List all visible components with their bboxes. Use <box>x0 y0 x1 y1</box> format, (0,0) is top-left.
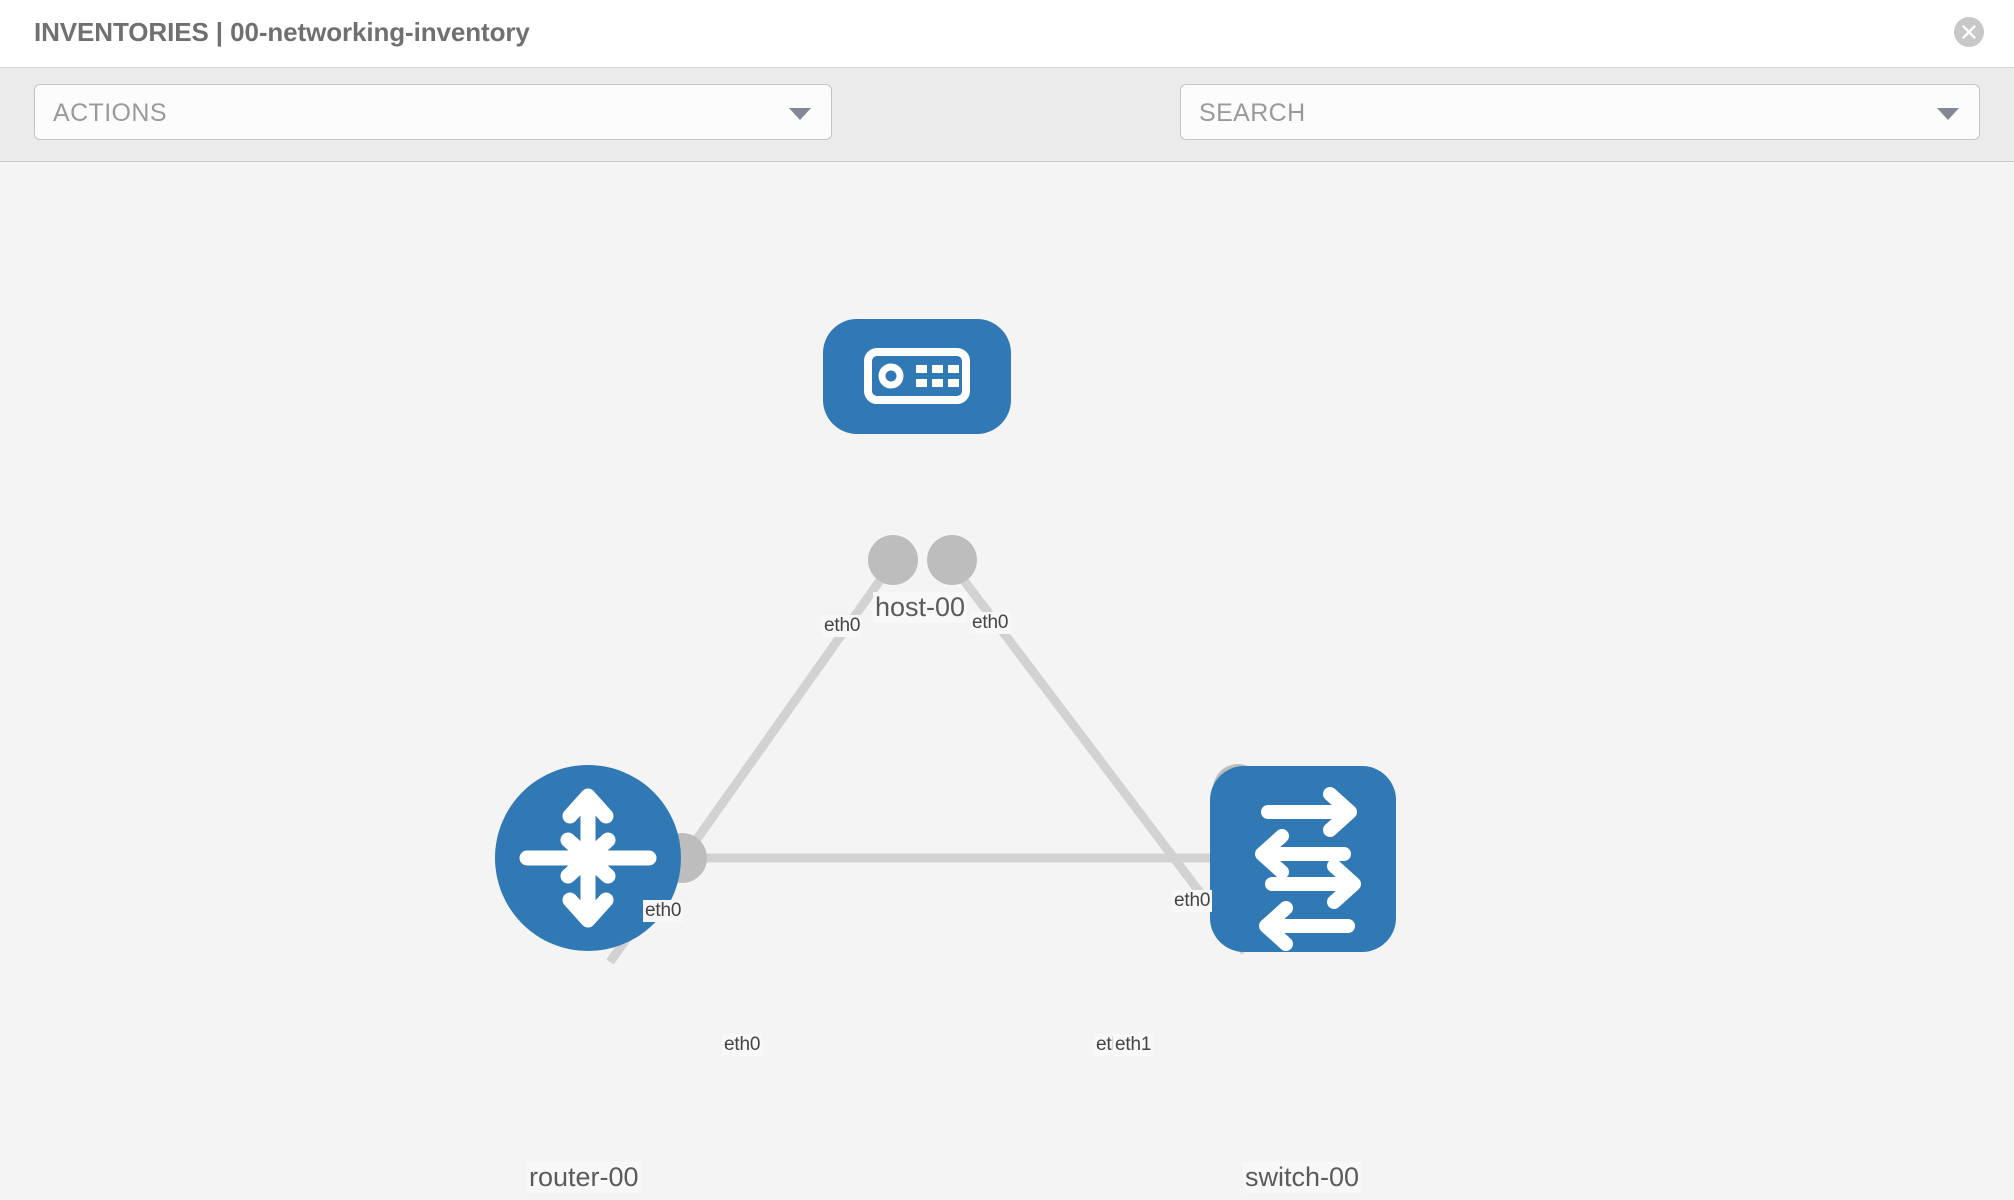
interface-label: eth0 <box>722 1034 763 1056</box>
interface-label: eth0 <box>822 615 863 637</box>
page-header: INVENTORIES | 00-networking-inventory <box>0 0 2014 68</box>
interface-label: eth0 <box>643 900 684 922</box>
topology-canvas[interactable]: host-00 router-00 switch-00 eth0 eth0 et… <box>0 162 2014 1200</box>
toolbar: ACTIONS SEARCH <box>0 68 2014 204</box>
search-placeholder: SEARCH <box>1199 99 1306 127</box>
chevron-down-icon <box>1937 108 1959 120</box>
node-router-00[interactable] <box>495 765 681 951</box>
interface-nub <box>868 535 918 585</box>
actions-dropdown-label: ACTIONS <box>53 99 167 127</box>
interface-label: eth0 <box>970 612 1011 634</box>
node-label-switch-00: switch-00 <box>1243 1162 1362 1193</box>
page-title: INVENTORIES | 00-networking-inventory <box>34 17 530 47</box>
actions-dropdown[interactable]: ACTIONS <box>34 84 832 140</box>
interface-label: eth1 <box>1113 1034 1154 1056</box>
node-host-00[interactable] <box>823 319 1011 434</box>
topology-graph <box>495 319 1396 965</box>
node-switch-00[interactable] <box>1210 766 1396 952</box>
node-label-router-00: router-00 <box>527 1162 641 1193</box>
interface-nub <box>927 535 977 585</box>
search-input[interactable]: SEARCH <box>1180 84 1980 140</box>
close-icon[interactable] <box>1954 17 1984 47</box>
chevron-down-icon <box>789 108 811 120</box>
interface-label: eth0 <box>1172 890 1213 912</box>
node-label-host-00: host-00 <box>873 592 968 623</box>
